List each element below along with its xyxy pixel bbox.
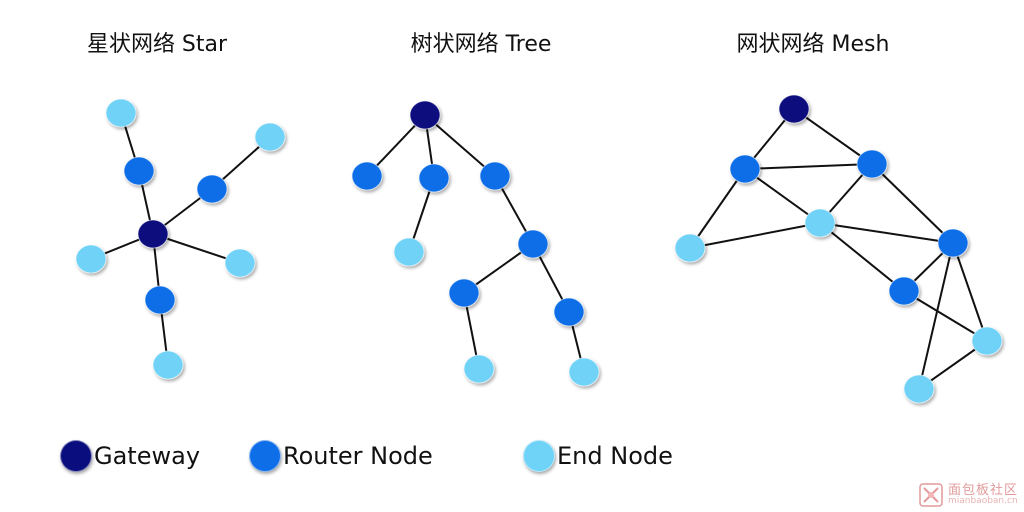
mesh-end-node-e1 (674, 233, 706, 263)
star-end-node-e1 (105, 98, 137, 128)
tree-router-node-r4 (517, 229, 549, 259)
mesh-edge-r2-r3 (871, 163, 954, 244)
watermark-sub: mianbaoban.cn (947, 496, 1018, 506)
mesh-router-node-r3 (937, 228, 969, 258)
watermark-logo-icon (919, 483, 943, 507)
nodes-layer (75, 94, 1003, 404)
mesh-edge-e2-r3 (819, 222, 954, 244)
mesh-end-node-e2 (804, 208, 836, 238)
tree-router-node-r3 (479, 161, 511, 191)
tree-end-node-e1 (393, 237, 425, 267)
mesh-end-node-e3 (903, 374, 935, 404)
star-end-node-e5 (152, 350, 184, 380)
tree-router-node-r5 (448, 278, 480, 308)
star-end-node-e2 (254, 122, 286, 152)
mesh-edge-r4-e4 (903, 290, 988, 342)
star-router-node-r3 (144, 285, 176, 315)
tree-end-node-e2 (463, 354, 495, 384)
tree-router-node-r1 (351, 161, 383, 191)
tree-end-node-e3 (568, 357, 600, 387)
mesh-edge-r1-e1 (689, 168, 746, 249)
tree-router-node-r2 (418, 163, 450, 193)
mesh-gateway-node-g (778, 94, 810, 124)
star-router-node-r1 (123, 156, 155, 186)
star-title: 星状网络 Star (86, 32, 228, 57)
mesh-router-node-r1 (729, 154, 761, 184)
mesh-end-node-e4 (971, 326, 1003, 356)
mesh-edge-e2-r4 (819, 222, 905, 292)
star-gateway-node-g (137, 219, 169, 249)
star-end-node-e4 (224, 248, 256, 278)
watermark: 面包板社区 mianbaoban.cn (918, 482, 1018, 508)
tree-edge-g-r3 (424, 114, 496, 177)
mesh-edge-e1-e2 (689, 222, 821, 249)
watermark-main: 面包板社区 (947, 483, 1018, 498)
mesh-router-node-r4 (888, 276, 920, 306)
star-router-node-r2 (196, 174, 228, 204)
mesh-router-node-r2 (856, 149, 888, 179)
mesh-edge-r1-e2 (744, 168, 821, 224)
mesh-title: 网状网络 Mesh (736, 32, 890, 57)
tree-router-node-r6 (553, 297, 585, 327)
mesh-edge-r3-e3 (918, 242, 954, 390)
tree-title: 树状网络 Tree (410, 32, 552, 57)
mesh-edge-g-r2 (793, 108, 873, 165)
star-end-node-e3 (75, 244, 107, 274)
mesh-edge-r1-r2 (744, 163, 873, 170)
tree-gateway-node-g (409, 100, 441, 130)
mesh-edge-r3-e4 (952, 242, 988, 342)
